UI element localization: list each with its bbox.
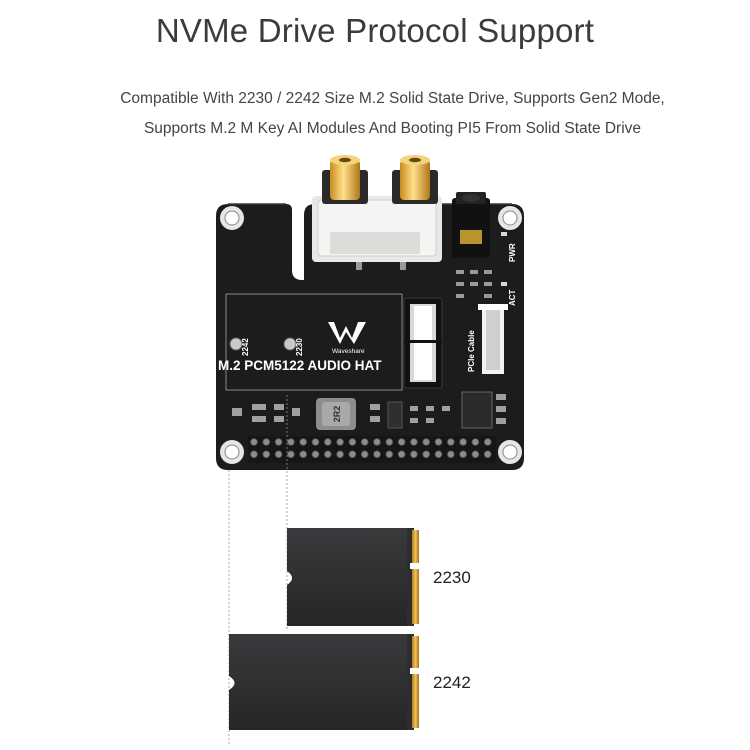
ssd-2230-contacts xyxy=(412,530,419,624)
gpio-pin xyxy=(299,450,308,459)
gpio-pin xyxy=(483,438,492,446)
gpio-pin xyxy=(410,438,418,446)
ssd-2242-contacts xyxy=(412,636,419,728)
m2-drive-area xyxy=(225,293,403,391)
gpio-pin xyxy=(348,450,357,459)
gpio-pin xyxy=(287,450,295,459)
gpio-pin xyxy=(446,438,455,446)
waveshare-brand-text: Waveshare xyxy=(332,348,365,355)
gpio-pin xyxy=(262,438,271,446)
mounting-hole-top-right xyxy=(498,206,522,230)
mounting-hole-bottom-right xyxy=(498,440,522,464)
gpio-pin xyxy=(274,438,283,446)
inductor: 2R2 xyxy=(316,398,356,430)
gpio-pin xyxy=(311,438,320,446)
pcb-body xyxy=(216,204,524,470)
gpio-pin xyxy=(348,438,357,446)
gpio-pin xyxy=(471,450,480,459)
hole-2230-label: 2230 xyxy=(295,338,304,356)
mounting-hole-bottom-left xyxy=(220,440,244,464)
subtitle-line-1: Compatible With 2230 / 2242 Size M.2 Sol… xyxy=(120,90,665,107)
pwr-led xyxy=(501,232,507,236)
gpio-pin xyxy=(434,450,443,459)
gpio-pin xyxy=(373,450,381,459)
waveshare-logo: Waveshare xyxy=(328,322,366,355)
gpio-header-base xyxy=(248,436,496,463)
subtitle: Compatible With 2230 / 2242 Size M.2 Sol… xyxy=(0,84,750,144)
ssd-2242-body xyxy=(229,634,408,730)
act-led xyxy=(501,282,507,286)
gpio-pin xyxy=(323,438,332,446)
gpio-pin xyxy=(397,450,406,459)
rca-jack-right xyxy=(392,155,438,204)
gpio-pin xyxy=(274,450,283,459)
gpio-pin xyxy=(323,450,332,459)
pcie-ffc-connector xyxy=(478,304,508,374)
gpio-pin xyxy=(446,450,455,459)
gpio-pin xyxy=(397,438,406,446)
gpio-pin xyxy=(410,450,418,459)
gpio-pin xyxy=(422,450,431,459)
gpio-pin xyxy=(459,438,467,446)
smd-components-bottom xyxy=(232,391,506,429)
mounting-hole-top-left xyxy=(220,206,244,230)
gpio-pin xyxy=(336,450,344,459)
hole-2242-label: 2242 xyxy=(241,338,250,356)
act-label: ACT xyxy=(508,289,517,306)
gpio-pin xyxy=(360,450,369,459)
audio-hat-board: PWR ACT PCIe Cable 2242 2230 xyxy=(216,155,524,470)
gpio-pin xyxy=(287,438,295,446)
inductor-label: 2R2 xyxy=(332,406,342,423)
gpio-pin xyxy=(422,438,431,446)
gpio-pin xyxy=(311,450,320,459)
gpio-pin xyxy=(360,438,369,446)
ssd-2230-size-label: 2230 xyxy=(433,568,471,587)
smd-components-top xyxy=(456,270,492,298)
ssd-2230 xyxy=(287,528,420,626)
gpio-header xyxy=(248,436,496,463)
ssd-2242-key-notch xyxy=(410,668,420,674)
gpio-pin xyxy=(483,450,492,459)
waveshare-logo-mark xyxy=(328,322,366,344)
gpio-pin xyxy=(336,438,344,446)
gpio-pin xyxy=(434,438,443,446)
gpio-pin xyxy=(299,438,308,446)
page-title: NVMe Drive Protocol Support xyxy=(155,12,595,49)
ssd-2230-key-notch xyxy=(410,563,420,569)
standoff-hole-2230 xyxy=(283,337,297,351)
m2-slot xyxy=(403,297,443,389)
subtitle-line-2: Supports M.2 M Key AI Modules And Bootin… xyxy=(143,120,642,137)
gpio-pin xyxy=(385,450,394,459)
rca-jack-left xyxy=(322,155,368,204)
headphone-jack xyxy=(452,192,490,258)
gpio-pin xyxy=(471,438,480,446)
standoff-hole-2242 xyxy=(229,337,243,351)
rca-connector-housing xyxy=(312,196,442,270)
board-name: M.2 PCM5122 AUDIO HAT xyxy=(218,358,382,373)
ssd-2230-body xyxy=(287,528,408,626)
pwr-label: PWR xyxy=(508,243,517,262)
ssd-2242 xyxy=(229,634,420,730)
gpio-pin xyxy=(262,450,271,459)
gpio-pin xyxy=(250,450,258,459)
gpio-pin xyxy=(385,438,394,446)
ssd-2242-size-label: 2242 xyxy=(433,673,471,692)
gpio-pin xyxy=(373,438,381,446)
gpio-pin xyxy=(250,438,258,446)
gpio-pin xyxy=(459,450,467,459)
pcie-cable-label: PCIe Cable xyxy=(467,330,476,372)
